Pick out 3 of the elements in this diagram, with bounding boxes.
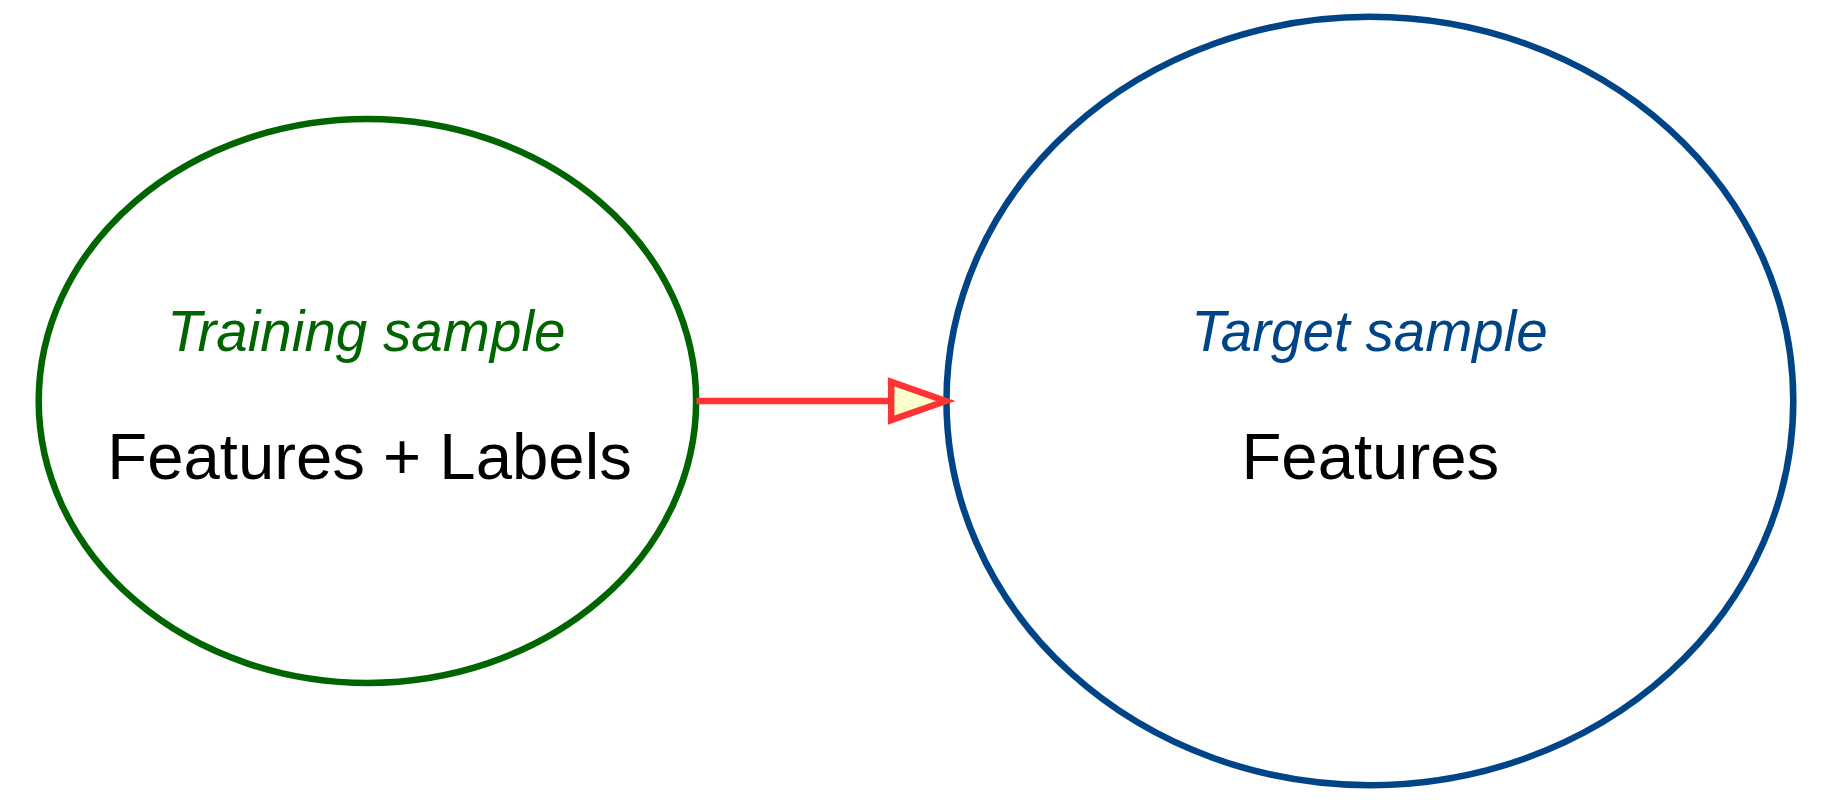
node-ellipse: Training sample Features + Labels — [34, 115, 699, 687]
arrow — [695, 377, 955, 425]
node-circle: Target sample Features — [942, 13, 1797, 789]
